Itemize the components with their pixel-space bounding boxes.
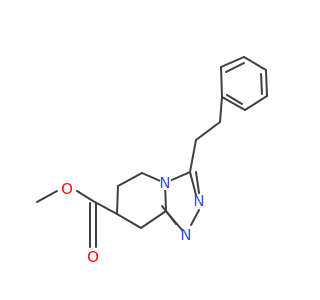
- bond: [189, 171, 197, 196]
- atom-labels: O O N N N: [61, 174, 205, 266]
- bond: [116, 213, 142, 229]
- bond: [265, 69, 268, 97]
- bond: [226, 94, 243, 105]
- bond: [161, 205, 177, 225]
- bond: [260, 73, 263, 95]
- bond: [116, 185, 119, 215]
- bond: [225, 62, 245, 73]
- bond: [140, 210, 167, 229]
- bonds: [36, 56, 268, 248]
- bond: [220, 56, 245, 68]
- atom-o-ether: O: [61, 180, 73, 198]
- bond: [244, 95, 268, 111]
- bond: [76, 190, 94, 202]
- bond: [195, 121, 221, 141]
- bond: [220, 66, 223, 98]
- bond: [195, 171, 200, 194]
- bond: [219, 96, 223, 123]
- bond: [221, 96, 246, 111]
- bond: [36, 190, 58, 203]
- atom-n-ring-a: N: [193, 192, 204, 210]
- bond: [190, 209, 200, 226]
- bond: [117, 172, 143, 187]
- atom-n-ring-b: N: [180, 226, 191, 244]
- atom-o-carbonyl: O: [87, 248, 99, 266]
- bond: [189, 139, 197, 173]
- atom-n-bridge: N: [159, 174, 170, 192]
- bond: [243, 56, 267, 71]
- molecule-structure: O O N N N: [36, 56, 268, 266]
